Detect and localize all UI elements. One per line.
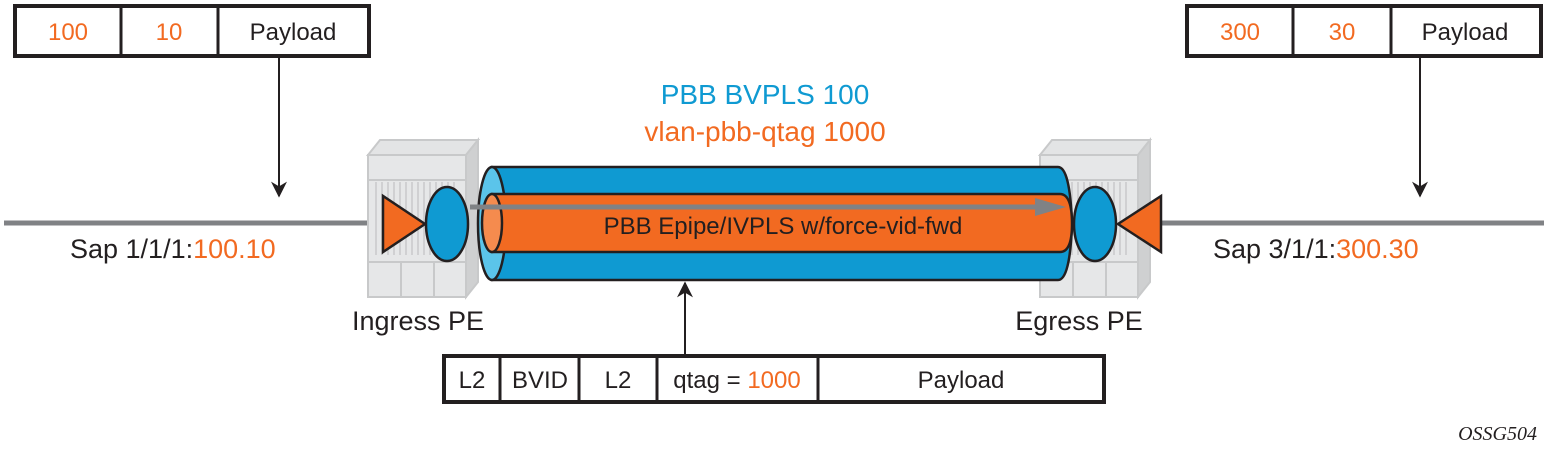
ingress-frame-svlan: 100 bbox=[48, 19, 88, 46]
egress-frame-svlan: 300 bbox=[1220, 19, 1260, 46]
egress-service-endpoint-icon bbox=[1072, 185, 1118, 263]
egress-pe-label: Egress PE bbox=[1015, 306, 1143, 336]
figure-id: OSSG504 bbox=[1458, 423, 1537, 445]
egress-sap-icon bbox=[1115, 193, 1163, 255]
core-frame: L2 BVID L2 qtag = 1000 Payload bbox=[442, 354, 1106, 404]
ingress-frame-payload: Payload bbox=[250, 19, 337, 46]
ingress-sap-prefix: Sap 1/1/1: bbox=[70, 234, 193, 264]
ingress-pe-label: Ingress PE bbox=[352, 306, 484, 336]
service-flow-arrow bbox=[470, 198, 1066, 216]
ingress-service-endpoint-icon bbox=[424, 185, 470, 263]
core-frame-payload: Payload bbox=[918, 367, 1005, 394]
egress-sap-label: Sap 3/1/1:300.30 bbox=[1213, 234, 1419, 264]
egress-frame: 300 30 Payload bbox=[1185, 4, 1543, 58]
core-frame-qtag-label: qtag = bbox=[673, 367, 747, 394]
core-frame-qtag: qtag = 1000 bbox=[673, 367, 800, 394]
vlan-pbb-qtag-title: vlan-pbb-qtag 1000 bbox=[644, 116, 885, 147]
core-frame-bvid: BVID bbox=[512, 367, 568, 394]
ingress-sap-label: Sap 1/1/1:100.10 bbox=[70, 234, 276, 264]
core-frame-l2-outer: L2 bbox=[459, 367, 486, 394]
ingress-frame: 100 10 Payload bbox=[13, 4, 371, 58]
core-frame-qtag-value: 1000 bbox=[747, 367, 800, 394]
bvpls-title: PBB BVPLS 100 bbox=[661, 79, 870, 110]
ingress-frame-cvlan: 10 bbox=[156, 19, 183, 46]
core-frame-l2-inner: L2 bbox=[605, 367, 632, 394]
egress-sap-prefix: Sap 3/1/1: bbox=[1213, 234, 1336, 264]
ingress-sap-value: 100.10 bbox=[193, 234, 276, 264]
egress-frame-cvlan: 30 bbox=[1329, 19, 1356, 46]
egress-frame-payload: Payload bbox=[1422, 19, 1509, 46]
ingress-sap-icon bbox=[381, 193, 428, 255]
tunnel-label: PBB Epipe/IVPLS w/force-vid-fwd bbox=[604, 213, 963, 240]
egress-sap-value: 300.30 bbox=[1336, 234, 1419, 264]
